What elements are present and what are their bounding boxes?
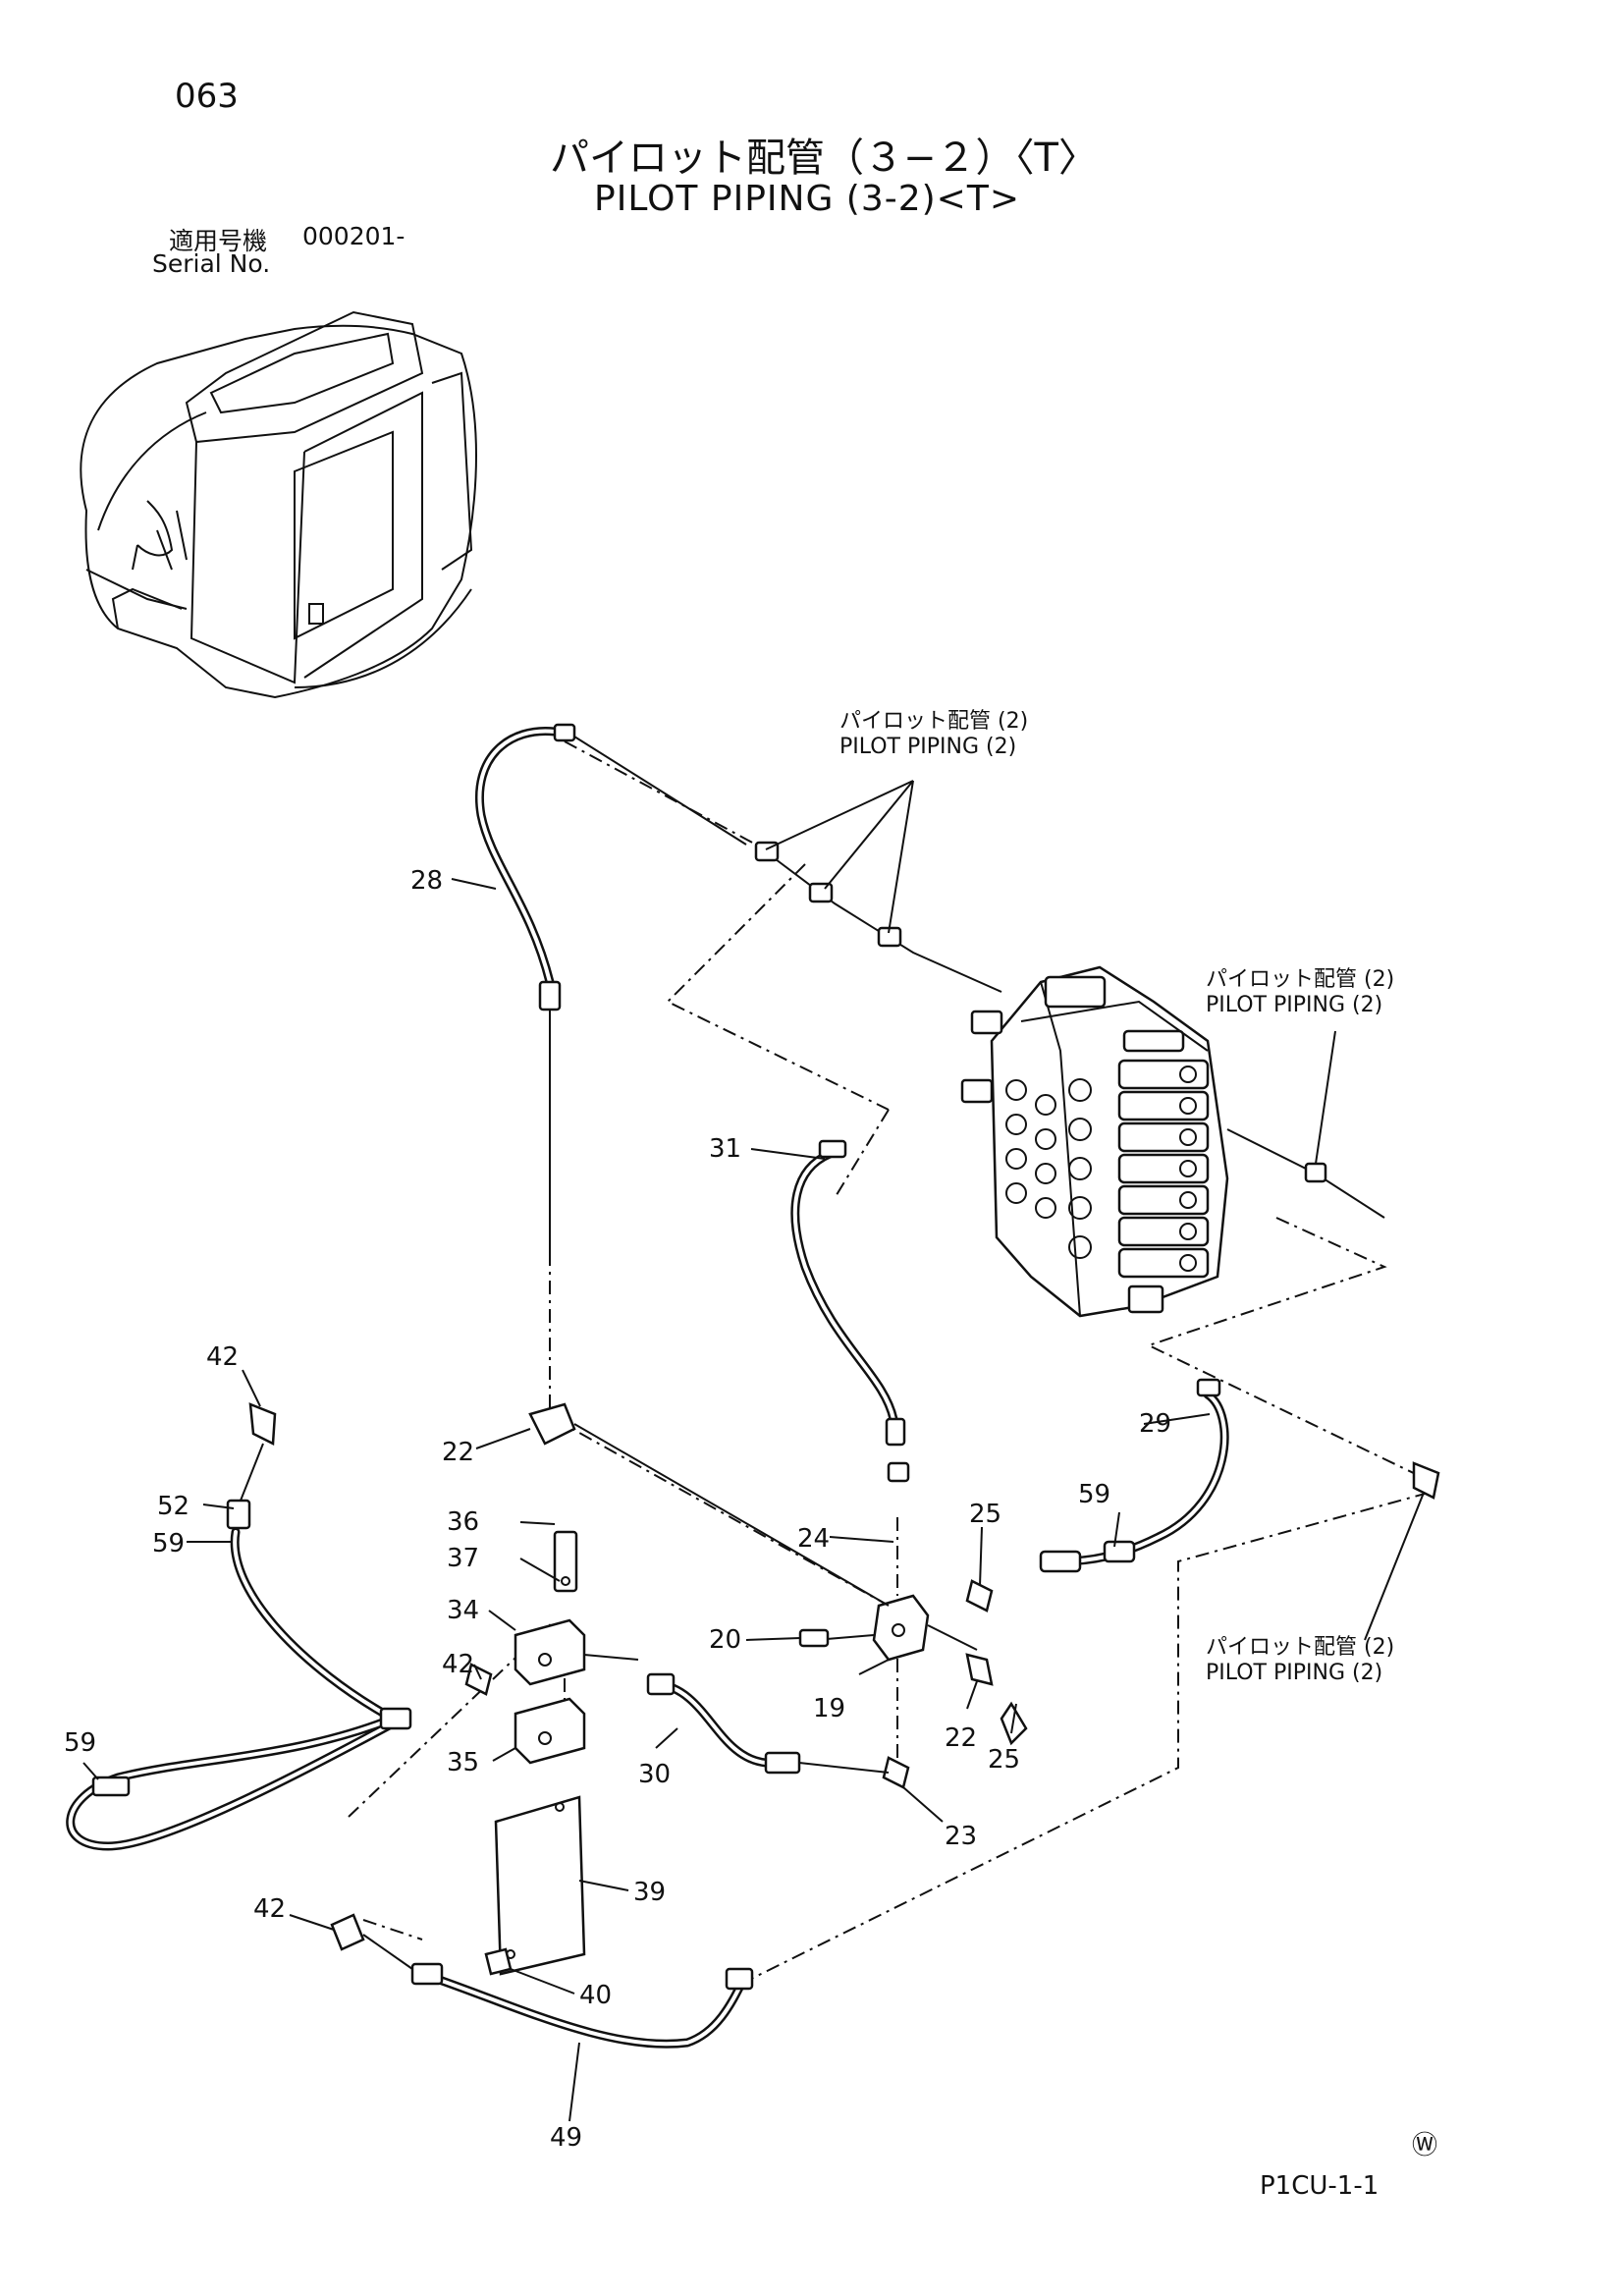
part-label-23: 23 xyxy=(945,1822,977,1851)
callout-jp: パイロット配管 (2) xyxy=(839,709,1029,734)
part-label-34: 34 xyxy=(447,1596,479,1625)
callout-pilot-piping-right: パイロット配管 (2) PILOT PIPING (2) xyxy=(1206,967,1394,1018)
callout-en: PILOT PIPING (2) xyxy=(839,735,1017,759)
part-label-31: 31 xyxy=(709,1134,741,1164)
valve-ports xyxy=(1005,1066,1197,1272)
hose-28 xyxy=(475,723,576,1252)
hose-49 xyxy=(330,1913,754,2049)
control-valve xyxy=(960,965,1229,1318)
serial-value: 000201- xyxy=(302,222,406,250)
part-label-40: 40 xyxy=(579,1981,612,2010)
part-label-24: 24 xyxy=(797,1524,830,1554)
drawing-code: P1CU-1-1 xyxy=(1260,2171,1380,2201)
callout-leaders xyxy=(82,780,1425,2122)
part-label-42: 42 xyxy=(206,1342,239,1372)
part-label-30: 30 xyxy=(638,1760,671,1789)
part-label-19: 19 xyxy=(813,1694,845,1723)
part-label-29: 29 xyxy=(1139,1409,1171,1439)
blocks-34-35 xyxy=(464,1530,639,1976)
part-label-36: 36 xyxy=(447,1507,479,1537)
valve-spools xyxy=(1117,1059,1210,1279)
part-label-59: 59 xyxy=(1078,1480,1110,1509)
serial-label-japanese: 適用号機 xyxy=(169,227,268,255)
part-labels: 28 31 29 59 42 52 59 22 36 37 34 42 35 5… xyxy=(64,866,1171,2153)
callout-pilot-piping-lower: パイロット配管 (2) PILOT PIPING (2) xyxy=(1206,1635,1394,1686)
callout-jp: パイロット配管 (2) xyxy=(1206,1635,1395,1660)
page-number: 063 xyxy=(175,77,239,116)
part-label-42b: 42 xyxy=(442,1650,474,1679)
serial-label-english: Serial No. xyxy=(152,249,271,278)
part-label-25: 25 xyxy=(969,1500,1001,1529)
part-label-42c: 42 xyxy=(253,1894,286,1924)
hose-29-59 xyxy=(1039,1378,1229,1573)
callout-jp: パイロット配管 (2) xyxy=(1206,967,1395,992)
tee-22-upper xyxy=(528,1402,890,1607)
part-label-37: 37 xyxy=(447,1544,479,1573)
hose-30 xyxy=(646,1672,890,1775)
part-label-39: 39 xyxy=(633,1878,666,1907)
callout-en: PILOT PIPING (2) xyxy=(1206,1661,1383,1685)
part-label-59b: 59 xyxy=(152,1529,185,1558)
part-label-22b: 22 xyxy=(945,1723,977,1753)
part-label-52: 52 xyxy=(157,1492,189,1521)
title-japanese: パイロット配管（３−２）〈T〉 xyxy=(550,136,1098,181)
part-label-20: 20 xyxy=(709,1625,741,1655)
part-label-22: 22 xyxy=(442,1438,474,1467)
part-label-28: 28 xyxy=(410,866,443,896)
part-label-59c: 59 xyxy=(64,1728,96,1758)
hose-59-left xyxy=(66,1402,412,1851)
callout-pilot-piping-top: パイロット配管 (2) PILOT PIPING (2) xyxy=(839,709,1028,760)
callout-en: PILOT PIPING (2) xyxy=(1206,993,1383,1017)
part-label-49: 49 xyxy=(550,2123,582,2153)
part-label-35: 35 xyxy=(447,1748,479,1777)
w-mark-icon: Ⓦ xyxy=(1412,2131,1438,2160)
machine-cab-illustration xyxy=(80,310,477,699)
tee-block-19 xyxy=(798,1579,1028,1789)
hose-31 xyxy=(790,1139,910,1483)
part-label-25b: 25 xyxy=(988,1745,1020,1775)
title-english: PILOT PIPING (3-2)<T> xyxy=(594,179,1020,219)
